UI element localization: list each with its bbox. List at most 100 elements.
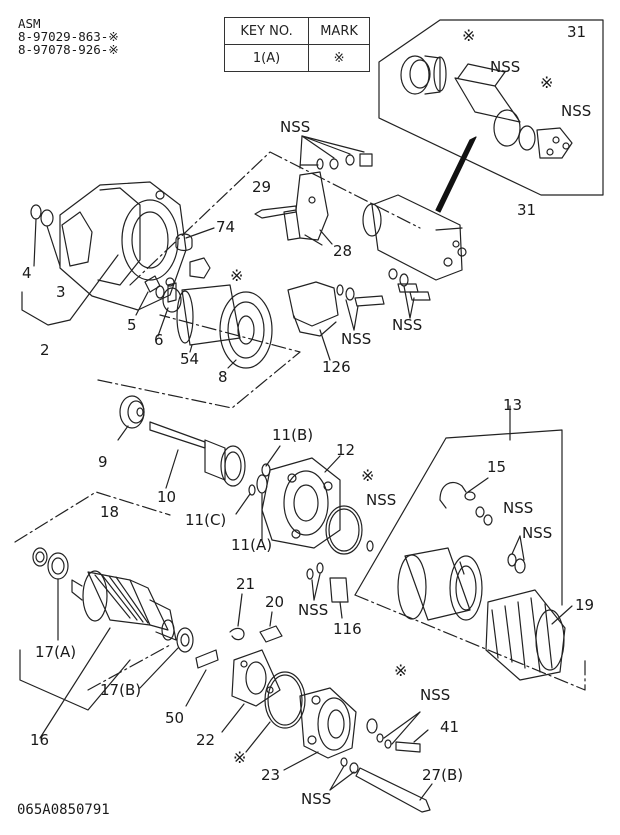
label-star-housing: ※	[361, 466, 375, 485]
brush-holder-19	[485, 589, 566, 681]
magnetic-switch-31	[362, 194, 467, 281]
label-29: 29	[252, 178, 272, 196]
label-28: 28	[333, 242, 353, 260]
label-41: 41	[440, 718, 460, 736]
solenoid-detail-box	[378, 19, 604, 196]
detail-callout-pointer	[435, 136, 477, 213]
label-2: 2	[40, 341, 50, 359]
label-17b: 17(B)	[100, 681, 142, 699]
rear-end-frame-23	[299, 687, 357, 759]
label-10: 10	[157, 488, 177, 506]
label-17a: 17(A)	[35, 643, 77, 661]
brush-50	[195, 649, 219, 669]
label-15: 15	[487, 458, 507, 476]
leader-2	[21, 291, 71, 326]
label-54: 54	[180, 350, 200, 368]
shift-lever-28	[283, 171, 333, 246]
armature-16	[71, 570, 177, 641]
screw-41	[395, 741, 421, 753]
dowel-pin	[366, 540, 374, 552]
solenoid-inset-parts	[400, 55, 573, 159]
label-star-inset-1: ※	[462, 26, 476, 45]
label-12: 12	[336, 441, 356, 459]
brush-20	[259, 625, 283, 643]
key-table-key-value: 1(A)	[223, 44, 310, 72]
label-nss-screw: NSS	[420, 686, 451, 704]
label-nss-inset-1: NSS	[490, 58, 521, 76]
label-126: 126	[322, 358, 351, 376]
label-nss-holder: NSS	[341, 330, 372, 348]
leader-bracket-upper	[129, 151, 421, 286]
label-27b: 27(B)	[422, 766, 464, 784]
washer-18	[32, 547, 48, 567]
lever-small-parts	[299, 153, 373, 170]
yoke-bracket	[354, 429, 563, 606]
key-table-header-mark: MARK	[308, 17, 370, 45]
label-5: 5	[127, 316, 137, 334]
leader-bracket-lower	[97, 314, 301, 409]
bearing-17a	[47, 552, 69, 580]
key-table-mark-value: ※	[308, 44, 370, 72]
spring-5	[144, 275, 161, 293]
leader-17a	[19, 649, 131, 711]
yoke-assembly	[397, 547, 483, 621]
label-8: 8	[218, 368, 228, 386]
label-star-frame: ※	[233, 748, 247, 767]
bearing-17b	[176, 627, 194, 653]
label-6: 6	[154, 331, 164, 349]
label-20: 20	[265, 593, 285, 611]
header-part-number-2: 8-97078-926-※	[18, 42, 119, 57]
key-table-header-key: KEY NO.	[223, 17, 310, 45]
assembly-header: ASM 8-97029-863-※ 8-97078-926-※	[18, 17, 119, 56]
washer-4	[30, 204, 42, 220]
drive-housing	[59, 181, 187, 311]
brush-spring-21	[229, 627, 245, 641]
through-bolt-27b	[355, 767, 431, 813]
label-21: 21	[236, 575, 256, 593]
label-9: 9	[98, 453, 108, 471]
bolt-29	[254, 205, 297, 219]
label-11c: 11(C)	[185, 511, 227, 529]
key-table: KEY NO. MARK 1(A) ※	[223, 17, 370, 72]
holder-126	[287, 281, 385, 337]
label-nss-pin: NSS	[366, 491, 397, 509]
overrunning-clutch-54	[155, 282, 241, 346]
o-ring-12	[325, 505, 363, 555]
label-star-inset-2: ※	[540, 73, 554, 92]
o-ring-small	[366, 718, 378, 734]
seal-8	[219, 291, 273, 369]
label-13: 13	[503, 396, 523, 414]
gear-housing-12	[261, 457, 341, 549]
bolt-116	[329, 577, 349, 603]
label-nss-bolt-lower: NSS	[301, 790, 332, 808]
label-nss-inset-2: NSS	[561, 102, 592, 120]
label-nss-solenoid: NSS	[392, 316, 423, 334]
plug-star	[189, 257, 211, 279]
label-74: 74	[216, 218, 236, 236]
header-part-number-1: 8-97029-863-※	[18, 29, 119, 44]
label-nss-bolt: NSS	[298, 601, 329, 619]
label-star-plug: ※	[230, 266, 244, 285]
label-116: 116	[333, 620, 362, 638]
label-19: 19	[575, 596, 595, 614]
label-50: 50	[165, 709, 185, 727]
label-31-top: 31	[567, 23, 587, 41]
label-star-oring: ※	[394, 661, 408, 680]
drawing-code: 065A0850791	[17, 802, 110, 818]
label-31-mid: 31	[517, 201, 537, 219]
ball-bearing-9	[119, 395, 145, 429]
label-23: 23	[261, 766, 281, 784]
label-18: 18	[100, 503, 120, 521]
pinion-shaft-10	[149, 421, 246, 487]
label-3: 3	[56, 283, 66, 301]
o-ring-lower	[264, 671, 306, 729]
header-asm: ASM	[18, 16, 41, 31]
bushing-3	[40, 209, 54, 227]
label-22: 22	[196, 731, 216, 749]
label-nss-yoke: NSS	[522, 524, 553, 542]
label-nss-lever: NSS	[280, 118, 311, 136]
gear-parts-11	[248, 463, 271, 496]
lead-wire-15	[439, 477, 489, 509]
